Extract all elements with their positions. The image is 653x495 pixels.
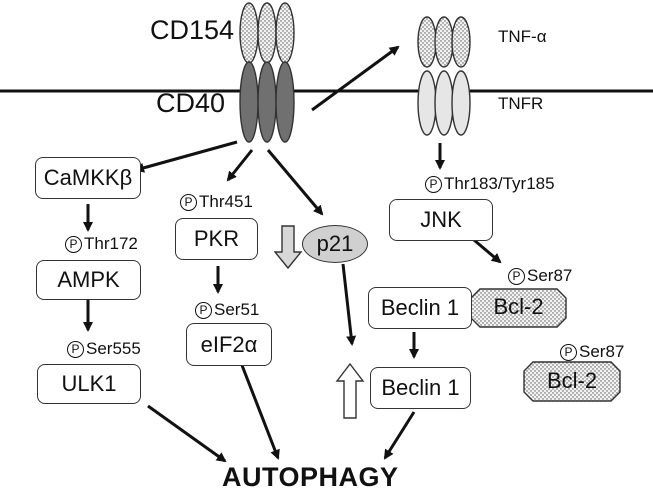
phospho-site-label: Ser555	[86, 339, 141, 358]
camkkb-node: CaMKKβ	[35, 157, 141, 199]
phospho-site-label: Ser87	[527, 266, 573, 285]
arrow-ulk1-to-autophagy	[147, 404, 227, 463]
arrow-cd40-to-camkkb	[134, 140, 238, 173]
eif2a-phospho-site: P Ser51	[195, 300, 259, 320]
tnfr-receptor	[417, 70, 471, 136]
phospho-site-label: Thr172	[84, 234, 138, 253]
phospho-site-label: Ser51	[214, 300, 260, 319]
bcl2-bound-label: Bcl-2	[493, 294, 544, 319]
phospho-icon: P	[65, 235, 82, 253]
cd154-ligand	[239, 2, 295, 64]
jnk-phospho-site: P Thr183/Tyr185	[425, 174, 555, 194]
phospho-site-label: Thr183/Tyr185	[444, 174, 555, 193]
ulk1-node: ULK1	[37, 364, 141, 404]
arrow-cd40-to-pkr	[226, 149, 254, 182]
bcl2-free-label: Bcl-2	[546, 368, 598, 393]
arrow-eif2a-to-autophagy	[236, 354, 280, 460]
arrow-cd40-to-tnf	[311, 45, 400, 112]
ampk-node: AMPK	[36, 260, 141, 300]
increase-arrow-icon	[335, 362, 365, 419]
tnf-alpha-label: TNF-α	[498, 27, 547, 46]
phospho-icon: P	[508, 267, 525, 285]
phospho-icon: P	[560, 343, 577, 361]
cd40-label: CD40	[156, 88, 226, 118]
arrow-jnk-to-bcl2	[473, 238, 502, 264]
phospho-icon: P	[180, 193, 197, 211]
cd40-receptor	[239, 61, 295, 143]
pathway-arrows	[83, 45, 502, 463]
ampk-phospho-site: P Thr172	[65, 234, 138, 254]
arrow-beclin-to-autophagy	[383, 411, 416, 460]
beclin1-free-node: Beclin 1	[370, 367, 471, 409]
arrow-p21-down	[341, 263, 357, 346]
ulk1-phospho-site: P Ser555	[67, 339, 141, 359]
arrow-cd40-to-p21	[266, 149, 324, 216]
tnf-alpha-ligand	[417, 16, 471, 68]
phospho-icon: P	[67, 340, 84, 358]
pkr-node: PKR	[175, 218, 258, 260]
jnk-node: JNK	[389, 199, 493, 241]
decrease-arrow-icon	[273, 225, 303, 270]
bcl2-free-phospho-site: P Ser87	[560, 342, 624, 362]
pkr-phospho-site: P Thr451	[180, 192, 253, 212]
p21-node: p21	[302, 225, 368, 263]
phospho-site-label: Ser87	[579, 342, 625, 361]
autophagy-label: AUTOPHAGY	[222, 462, 399, 492]
beclin1-bound-node: Beclin 1	[368, 287, 472, 329]
cd154-label: CD154	[150, 15, 235, 45]
phospho-icon: P	[425, 175, 442, 193]
phospho-site-label: Thr451	[199, 192, 253, 211]
bcl2-free-shape	[523, 361, 621, 402]
eif2a-node: eIF2α	[186, 323, 272, 366]
tnfr-label: TNFR	[498, 94, 544, 113]
phospho-icon: P	[195, 301, 212, 319]
bcl2-bound-phospho-site: P Ser87	[508, 266, 572, 286]
